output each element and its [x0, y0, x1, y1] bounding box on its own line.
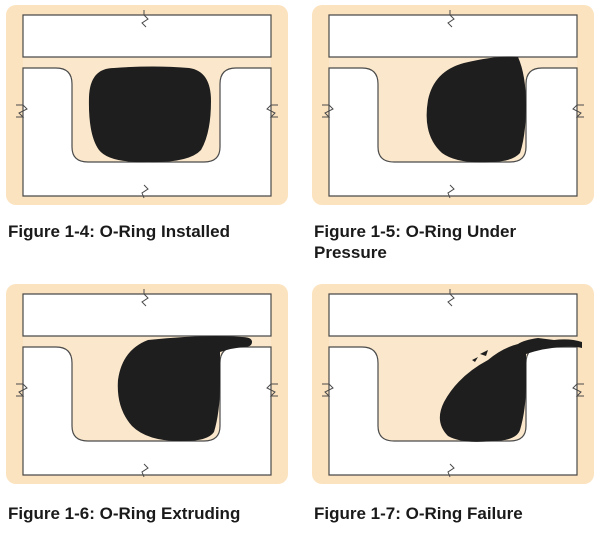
- o-ring-extruding: [117, 336, 253, 442]
- caption-figure-1-5: Figure 1-5: O-Ring Under Pressure: [314, 222, 517, 262]
- upper-housing: [22, 14, 272, 58]
- break-mark-bottom: [447, 184, 455, 199]
- o-ring-under-pressure: [426, 56, 526, 163]
- gland-diagram-under-pressure: [312, 5, 594, 205]
- break-mark-top: [447, 289, 455, 307]
- upper-housing: [328, 14, 578, 58]
- upper-housing: [22, 293, 272, 337]
- break-mark-top: [447, 10, 455, 28]
- figure-1-4-diagram: [6, 5, 288, 205]
- figure-1-6-diagram: [6, 284, 288, 484]
- break-mark-right: [266, 383, 278, 397]
- break-mark-top: [141, 289, 149, 307]
- caption-figure-1-6: Figure 1-6: O-Ring Extruding: [8, 504, 241, 523]
- caption-figure-1-4: Figure 1-4: O-Ring Installed: [8, 222, 230, 241]
- caption-figure-1-7: Figure 1-7: O-Ring Failure: [314, 504, 523, 523]
- o-ring-fragment: [472, 350, 488, 362]
- o-ring-failure: [439, 338, 582, 442]
- break-mark-bottom: [141, 184, 149, 199]
- break-mark-right: [572, 104, 584, 118]
- break-mark-right: [266, 104, 278, 118]
- figure-1-7-diagram: [312, 284, 594, 484]
- lower-housing: [22, 67, 272, 197]
- upper-housing: [328, 293, 578, 337]
- o-ring-installed: [88, 66, 211, 163]
- break-mark-top: [141, 10, 149, 28]
- break-mark-right: [572, 383, 584, 397]
- break-mark-bottom: [141, 463, 149, 478]
- gland-diagram-failure: [312, 284, 594, 484]
- break-mark-bottom: [447, 463, 455, 478]
- lower-housing: [328, 67, 578, 197]
- gland-diagram-extruding: [6, 284, 288, 484]
- break-mark-left: [16, 104, 28, 118]
- gland-diagram-installed: [6, 5, 288, 205]
- break-mark-left: [322, 383, 334, 397]
- break-mark-left: [16, 383, 28, 397]
- figure-1-5-diagram: [312, 5, 594, 205]
- break-mark-left: [322, 104, 334, 118]
